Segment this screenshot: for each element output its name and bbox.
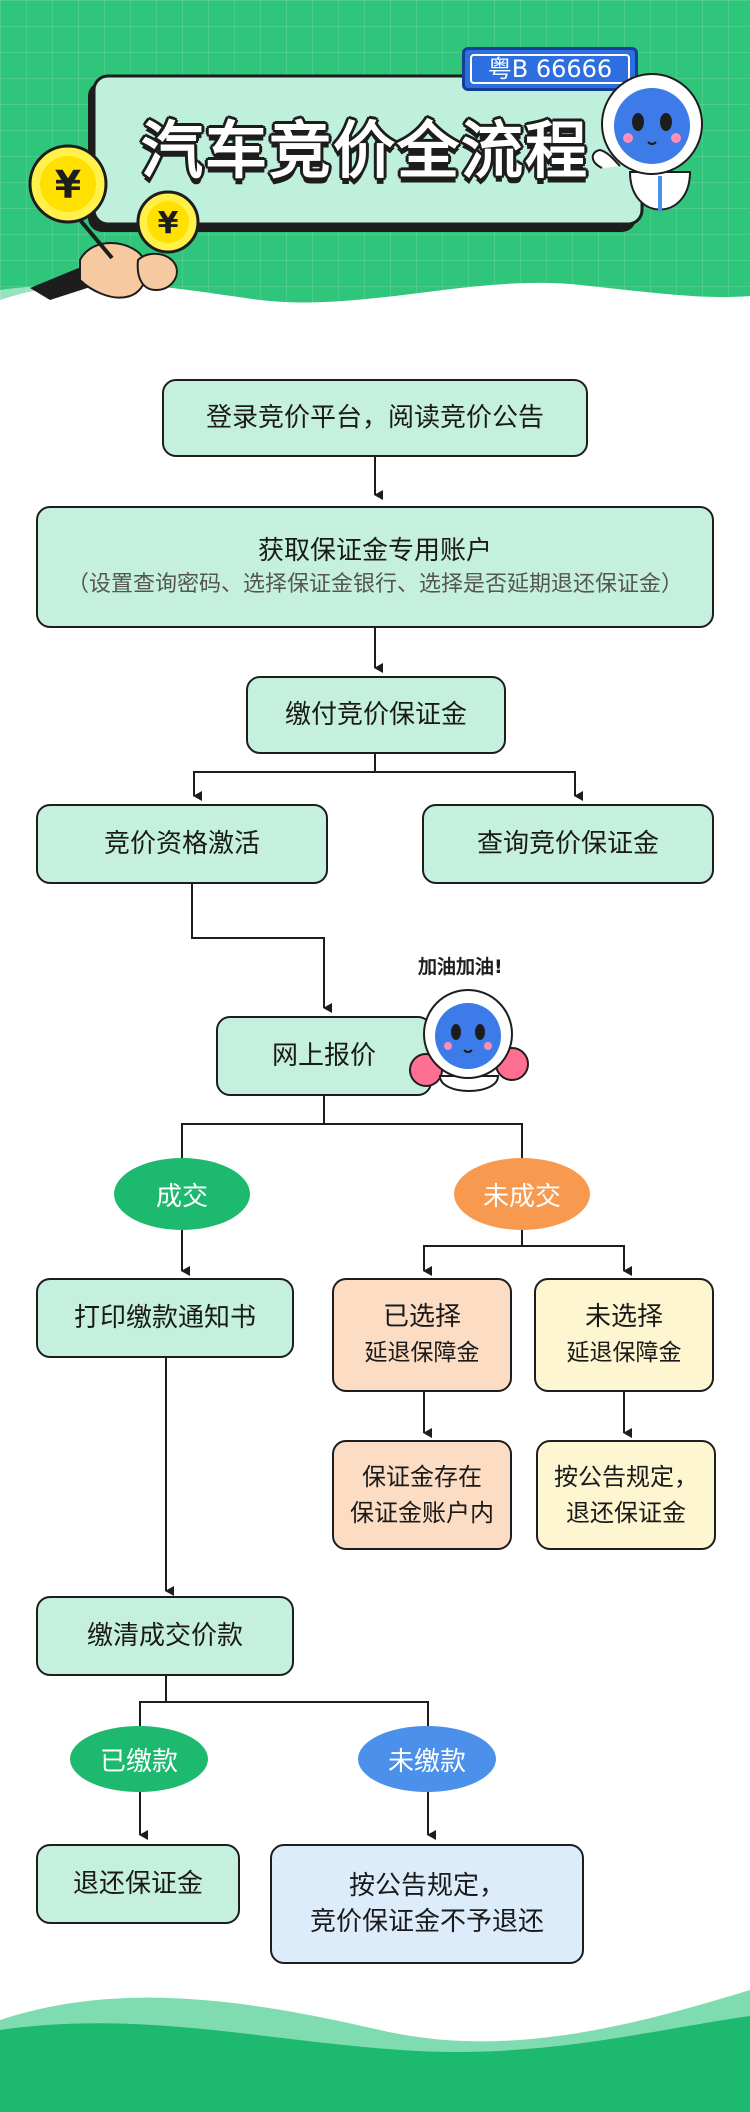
- outcome-paid: 已缴款: [70, 1726, 208, 1792]
- header-decoration: [0, 74, 750, 340]
- step-print-notice-label: 打印缴款通知书: [73, 1303, 256, 1333]
- step-activate-label: 竞价资格激活: [103, 829, 260, 859]
- step-forfeit-line1: 按公告规定，: [348, 1871, 505, 1901]
- step-forfeit-line2: 竞价保证金不予退还: [309, 1907, 544, 1937]
- mascot-speech: 加油加油!: [418, 956, 503, 978]
- outcome-unpaid-label: 未缴款: [387, 1746, 466, 1777]
- step-pay-full: 缴清成交价款: [36, 1596, 294, 1676]
- footer-wave: [0, 1990, 750, 2112]
- option-selected: 已选择 延退保障金: [332, 1278, 512, 1392]
- step-get-account-title: 获取保证金专用账户: [257, 536, 492, 566]
- step-get-account: 获取保证金专用账户 （设置查询密码、选择保证金银行、选择是否延期退还保证金）: [36, 506, 714, 628]
- step-pay-full-label: 缴清成交价款: [86, 1621, 243, 1651]
- step-online-bid-label: 网上报价: [271, 1041, 376, 1071]
- cheering-mascot-icon: [409, 989, 529, 1092]
- result-refund-rule-line1: 按公告规定，: [554, 1463, 698, 1491]
- step-pay-deposit: 缴付竞价保证金: [246, 676, 506, 754]
- result-deposit-kept-line2: 保证金账户内: [350, 1499, 494, 1527]
- outcome-deal: 成交: [114, 1158, 250, 1230]
- option-unselected-title: 未选择: [584, 1302, 663, 1332]
- outcome-deal-label: 成交: [155, 1181, 208, 1212]
- outcome-no-deal: 未成交: [454, 1158, 590, 1230]
- option-selected-title: 已选择: [382, 1302, 461, 1332]
- option-selected-sub: 延退保障金: [364, 1340, 480, 1366]
- result-refund-rule-line2: 退还保证金: [566, 1499, 686, 1527]
- outcome-unpaid: 未缴款: [358, 1726, 496, 1792]
- step-login: 登录竞价平台，阅读竞价公告: [162, 379, 588, 457]
- step-pay-deposit-label: 缴付竞价保证金: [284, 700, 467, 730]
- step-get-account-note: （设置查询密码、选择保证金银行、选择是否延期退还保证金）: [66, 572, 683, 597]
- step-print-notice: 打印缴款通知书: [36, 1278, 294, 1358]
- license-plate: 粤B 66666: [462, 47, 638, 91]
- step-login-label: 登录竞价平台，阅读竞价公告: [205, 403, 544, 433]
- result-deposit-kept: 保证金存在 保证金账户内: [332, 1440, 512, 1550]
- svg-text:¥: ¥: [158, 206, 179, 241]
- step-query-deposit: 查询竞价保证金: [422, 804, 714, 884]
- step-forfeit: 按公告规定， 竞价保证金不予退还: [270, 1844, 584, 1964]
- step-activate: 竞价资格激活: [36, 804, 328, 884]
- option-unselected-sub: 延退保障金: [566, 1340, 682, 1366]
- outcome-no-deal-label: 未成交: [482, 1181, 561, 1212]
- mascot-icon: [591, 73, 703, 212]
- step-refund: 退还保证金: [36, 1844, 240, 1924]
- page-title: 汽车竞价全流程: [140, 114, 589, 187]
- outcome-paid-label: 已缴款: [99, 1746, 178, 1777]
- step-refund-label: 退还保证金: [72, 1869, 203, 1899]
- step-query-deposit-label: 查询竞价保证金: [476, 829, 659, 859]
- option-unselected: 未选择 延退保障金: [534, 1278, 714, 1392]
- svg-text:¥: ¥: [55, 163, 81, 207]
- coin-hand-icon: ¥ ¥: [28, 144, 200, 300]
- result-deposit-kept-line1: 保证金存在: [362, 1463, 482, 1491]
- step-online-bid: 网上报价: [216, 1016, 432, 1096]
- license-plate-text: 粤B 66666: [470, 54, 630, 84]
- result-refund-rule: 按公告规定， 退还保证金: [536, 1440, 716, 1550]
